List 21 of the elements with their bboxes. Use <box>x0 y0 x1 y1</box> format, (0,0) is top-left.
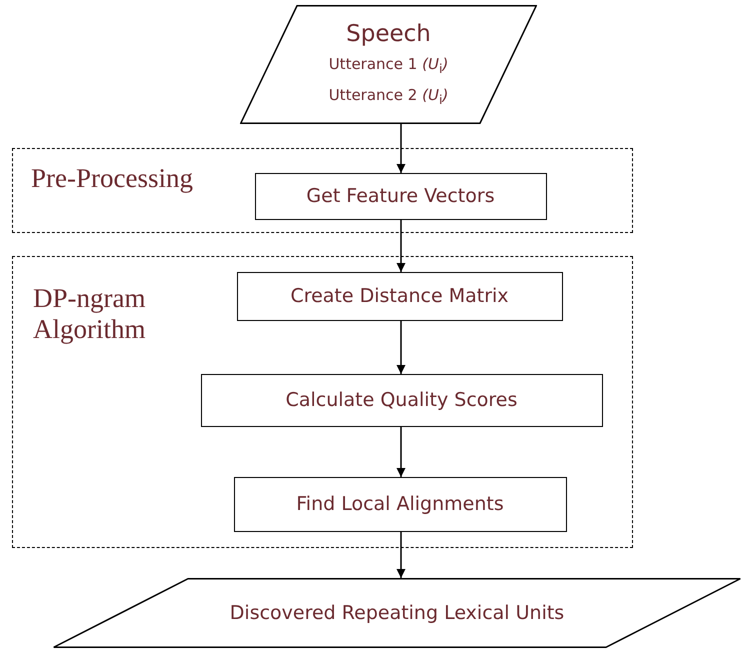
node-text: Utterance 1 (U$_{i}$) <box>328 54 448 78</box>
box-label: Create Distance Matrix <box>290 285 509 307</box>
box-label: Find Local Alignments <box>296 493 504 515</box>
group-heading: Pre-Processing <box>31 163 194 194</box>
box-label: Get Feature Vectors <box>306 185 495 207</box>
arrow <box>396 321 406 374</box>
arrow <box>396 532 406 578</box>
process-box <box>254 172 546 220</box>
arrow <box>396 124 406 173</box>
node-text: Utterance 2 (U$_{i}$) <box>328 84 448 108</box>
process-box <box>200 374 602 426</box>
group-box <box>12 256 633 548</box>
process-box <box>236 272 562 320</box>
process-box <box>234 476 566 532</box>
box-label: Calculate Quality Scores <box>286 389 518 411</box>
arrow <box>396 427 406 477</box>
group-box <box>12 148 633 233</box>
arrow <box>396 220 406 272</box>
group-heading: DP-ngram Algorithm <box>33 283 146 346</box>
node-text: Discovered Repeating Lexical Units <box>230 600 564 626</box>
node-text: Speech <box>346 20 431 48</box>
